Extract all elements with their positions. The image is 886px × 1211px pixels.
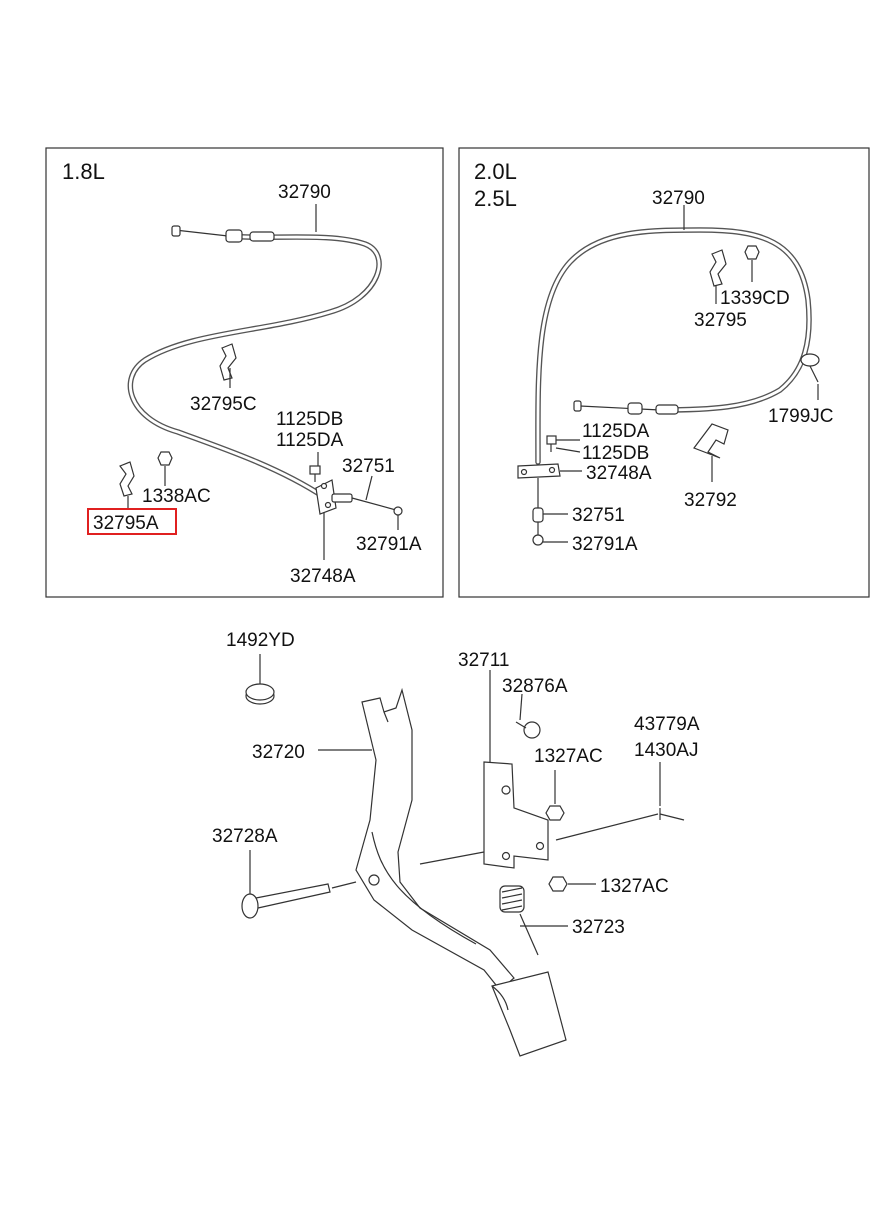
spring-32723 xyxy=(499,885,525,913)
clip-32792 xyxy=(693,423,729,459)
nut-1338ac xyxy=(157,451,173,466)
panel-2-0l-frame xyxy=(458,147,870,598)
grommet-1799jc xyxy=(800,353,820,383)
label-right-rod: 32751 xyxy=(572,505,625,526)
label-pedal-arm: 32720 xyxy=(252,742,305,763)
label-left-end: 32791A xyxy=(356,534,422,555)
label-right-grommet: 1799JC xyxy=(768,406,834,427)
bolt-32876a xyxy=(515,721,541,739)
bracket-32748a-right xyxy=(517,463,561,546)
leaders-right xyxy=(543,205,819,543)
label-nut-lower: 1327AC xyxy=(600,876,669,897)
label-left-cable: 32790 xyxy=(278,182,331,203)
cable-32790-left xyxy=(127,225,382,500)
label-right-clip: 32795 xyxy=(694,310,747,331)
label-right-end: 32791A xyxy=(572,534,638,555)
engine-label-2-0l: 2.0L xyxy=(474,159,517,184)
pedal-pad xyxy=(491,971,567,1057)
label-right-clip-2: 32792 xyxy=(684,490,737,511)
cable-32790-right xyxy=(535,227,812,465)
label-nut-upper: 1327AC xyxy=(534,746,603,767)
label-right-bracket: 32748A xyxy=(586,463,652,484)
label-right-nut: 1339CD xyxy=(720,288,790,309)
engine-label-2-5l: 2.5L xyxy=(474,186,517,211)
bolt-1125-right xyxy=(546,435,557,452)
label-left-rod: 32751 xyxy=(342,456,395,477)
nut-1327ac-lower xyxy=(548,876,568,892)
leaders-lower xyxy=(249,654,661,956)
label-left-clip-a[interactable]: 32795A xyxy=(93,513,159,534)
label-pin-1: 43779A xyxy=(634,714,700,735)
engine-label-1-8l: 1.8L xyxy=(62,159,105,184)
bracket-32711 xyxy=(483,761,549,869)
leaders-left xyxy=(127,204,399,560)
panel-2-0l-2-5l: 2.0L 2.5L xyxy=(458,147,870,598)
panel-1-8l: 1.8L xyxy=(45,147,444,598)
highlight-box-32795a xyxy=(87,508,177,535)
label-left-bracket: 32748A xyxy=(290,566,356,587)
clip-32795c xyxy=(219,343,237,381)
label-cap: 1492YD xyxy=(226,630,295,651)
pedal-assembly: 1492YD 32711 32876A 43779A 1430AJ 32720 … xyxy=(212,630,700,1057)
label-pivot-bolt: 32728A xyxy=(212,826,278,847)
label-left-nut: 1338AC xyxy=(142,486,211,507)
bolt-1125-left xyxy=(309,465,321,482)
label-left-bolt-db: 1125DB xyxy=(276,409,343,430)
label-pin-2: 1430AJ xyxy=(634,740,698,761)
label-right-cable: 32790 xyxy=(652,188,705,209)
clip-32795 xyxy=(709,249,727,287)
label-bracket-32711: 32711 xyxy=(458,650,509,671)
pin-43779a xyxy=(659,808,685,821)
label-left-bolt-da: 1125DA xyxy=(276,430,344,451)
clip-32795a xyxy=(119,461,135,497)
label-left-clip-c: 32795C xyxy=(190,394,257,415)
pivot-bolt-32728a xyxy=(241,883,331,919)
label-right-bolt-db: 1125DB xyxy=(582,443,649,464)
cap-1492yd xyxy=(245,683,275,705)
label-bolt-32876a: 32876A xyxy=(502,676,568,697)
bracket-32748a-left xyxy=(315,479,403,516)
panel-1-8l-frame xyxy=(45,147,444,598)
pedal-arm-32720 xyxy=(355,687,515,991)
label-right-bolt-da: 1125DA xyxy=(582,421,650,442)
label-spring: 32723 xyxy=(572,917,625,938)
nut-1339cd xyxy=(744,245,760,260)
nut-1327ac-upper xyxy=(545,805,565,821)
